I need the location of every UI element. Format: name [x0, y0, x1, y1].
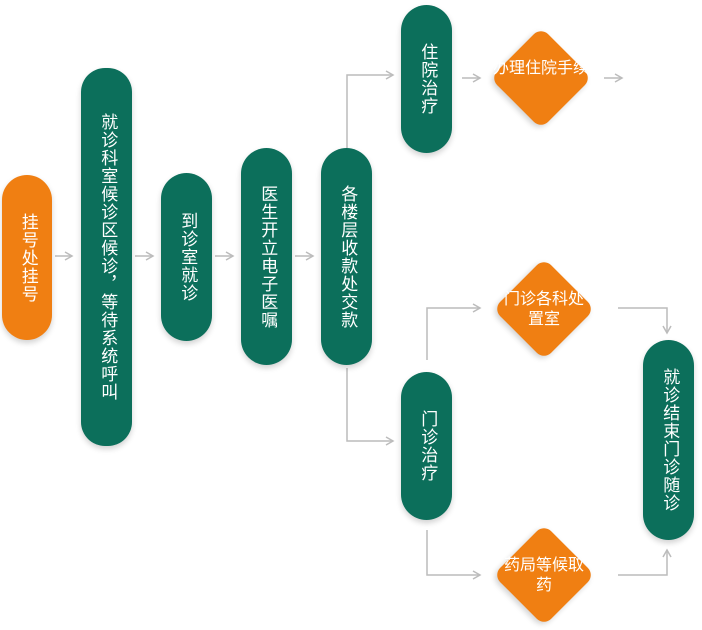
arrow-pharmacy-to-end: [618, 548, 672, 576]
arrow-outpatient-to-dept: [426, 303, 482, 360]
step-prescription: 医生开立电子医嘱: [241, 148, 292, 365]
step-outpatient: 门诊治疗: [401, 372, 452, 520]
step-inpatient: 住院治疗: [401, 5, 452, 153]
step-inpatient-label: 住院治疗: [417, 43, 438, 115]
step-register: 挂号处挂号: [2, 175, 52, 340]
step-dept-treatment-label: 门诊各科处置室: [503, 289, 584, 328]
step-visit-room: 到诊室就诊: [161, 173, 212, 341]
arrow-dept-to-end: [618, 307, 672, 335]
arrow-outpatient-to-pharmacy: [426, 530, 482, 580]
step-prescription-label: 医生开立电子医嘱: [257, 184, 278, 329]
step-payment: 各楼层收款处交款: [321, 148, 372, 365]
step-outpatient-label: 门诊治疗: [417, 410, 438, 482]
arrow-payment-to-inpatient: [346, 70, 395, 148]
step-wait-label: 就诊科室候诊区候诊，等待系统呼叫: [97, 113, 118, 401]
arrow-payment-to-outpatient: [346, 368, 395, 446]
step-admission-label: 办理住院手续: [492, 58, 589, 77]
step-pharmacy-label: 药局等候取药: [503, 555, 584, 594]
step-register-label: 挂号处挂号: [17, 212, 38, 303]
step-wait: 就诊科室候诊区候诊，等待系统呼叫: [81, 68, 132, 446]
step-payment-label: 各楼层收款处交款: [337, 184, 358, 329]
step-end-label: 就诊结束门诊随诊: [659, 368, 680, 512]
step-visit-room-label: 到诊室就诊: [177, 212, 198, 302]
step-end: 就诊结束门诊随诊: [643, 340, 694, 540]
